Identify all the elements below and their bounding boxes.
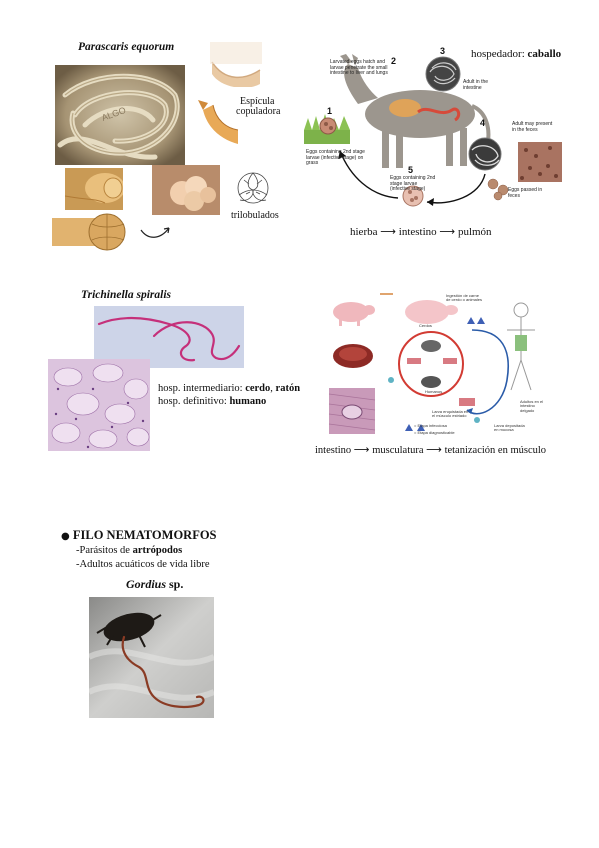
parascaris-worms-photo: ALGO [55,65,185,165]
arrow-icon: ⟶ [439,225,456,238]
parascaris-step-1: 1 [327,106,333,116]
trichinella-diagram-label-6: Larva depositada en mucosa [494,423,525,433]
worm-tail-photo [210,42,262,87]
copuladora-label: copuladora [236,106,281,117]
arrow-icon: ⟶ [353,443,370,456]
worm-head-photo [65,168,123,210]
trichinella-definitive-host: hosp. definitivo: humano [158,396,266,408]
definitive-prefix: hosp. definitivo: [158,396,227,407]
parascaris-diagram-label-top: Larvated eggs hatch and larvae penetrate… [330,59,388,76]
host-value: caballo [527,48,562,60]
parascaris-life-cycle-diagram [300,46,570,246]
filo-line-1-bold: artrópodos [132,545,183,556]
parascaris-step-3: 3 [440,46,446,56]
gordius-photo [89,597,214,718]
route-step-1: hierba [350,226,378,238]
curved-arrow-icon [140,227,170,238]
parascaris-step-5: 5 [408,165,414,175]
intermediate-prefix: hosp. intermediario: [158,383,243,394]
parascaris-route: hierba ⟶ intestino ⟶ pulmón [350,225,492,239]
host-prefix: hospedador: [471,48,525,60]
parascaris-diagram-label-adult: Adult in the intestine [463,79,489,91]
filo-heading-text: FILO NEMATOMORFOS [72,528,217,542]
trichinella-histology-photo [48,359,150,451]
parascaris-diagram-label-grass: Eggs containing 2nd stage larvae (infect… [306,149,365,166]
trichinella-route: intestino ⟶ musculatura ⟶ tetanización e… [315,443,547,457]
trichinella-diagram-label-2: Cerdos [419,323,432,328]
trichinella-title: Trichinella spiralis [81,289,171,301]
spicule-photo [198,100,240,148]
worm-lips-photo [152,165,220,215]
filo-line-1-prefix: -Parásitos de [76,545,130,556]
parascaris-step-4: 4 [480,118,486,128]
parascaris-host: hospedador: caballo [471,48,561,61]
trichinella-worms-photo [94,306,244,368]
trichinella-diagram-label-4: Larva enquistada en el músculo estriado [432,409,469,419]
trichinella-diagram-label-3: Humanos [425,389,443,394]
arrow-icon: ⟶ [426,443,442,456]
route-step-2: intestino [398,226,437,238]
trilobed-lips-drawing [232,170,274,206]
trichinella-diagram-label-1: Ingestión de carne de cerdo o animales [446,293,483,303]
trichinella-route-step-3: tetanización en músculo [444,445,547,456]
parascaris-step-2: 2 [391,56,397,66]
gordius-sp: sp. [169,577,184,591]
trichinella-route-step-1: intestino [315,445,352,456]
intermediate-sep: , [270,383,273,394]
gordius-title: Gordius sp. [126,577,184,592]
gordius-genus: Gordius [126,577,167,591]
trichinella-route-step-2: musculatura [372,445,424,456]
parascaris-diagram-label-eggs-feces: Eggs passed in feces [508,187,543,199]
trichinella-diagram-label-5: Adultos en el intestino delgado [520,399,544,413]
worm-head-enlarged-photo [52,210,128,254]
parascaris-title: Parascaris equorum [78,41,175,53]
trilobulados-label: trilobulados [231,210,279,221]
espicula-label: Espícula [240,96,275,107]
filo-line-1: -Parásitos de artrópodos [76,545,182,557]
trichinella-life-cycle-diagram [327,290,555,438]
trichinella-intermediate-host: hosp. intermediario: cerdo, ratón [158,383,300,395]
parascaris-diagram-label-adult-may: Adult may present in the feces [512,121,553,133]
arrow-icon: ⟶ [380,225,397,238]
parascaris-diagram-label-stage: Eggs containing 2nd stage larvae (infect… [390,175,436,192]
trichinella-legend-1: = Etapa infecciosa [414,423,447,428]
intermediate-host-1: cerdo [245,383,271,394]
intermediate-host-2: ratón [275,383,301,394]
filo-line-2: -Adultos acuáticos de vida libre [76,559,210,570]
filo-heading: ● FILO NEMATOMORFOS [61,528,217,543]
route-step-3: pulmón [457,226,492,238]
bullet-icon: ● [61,531,70,542]
trichinella-legend-2: = Etapa diagnosticable [414,430,455,435]
definitive-host: humano [229,396,267,407]
